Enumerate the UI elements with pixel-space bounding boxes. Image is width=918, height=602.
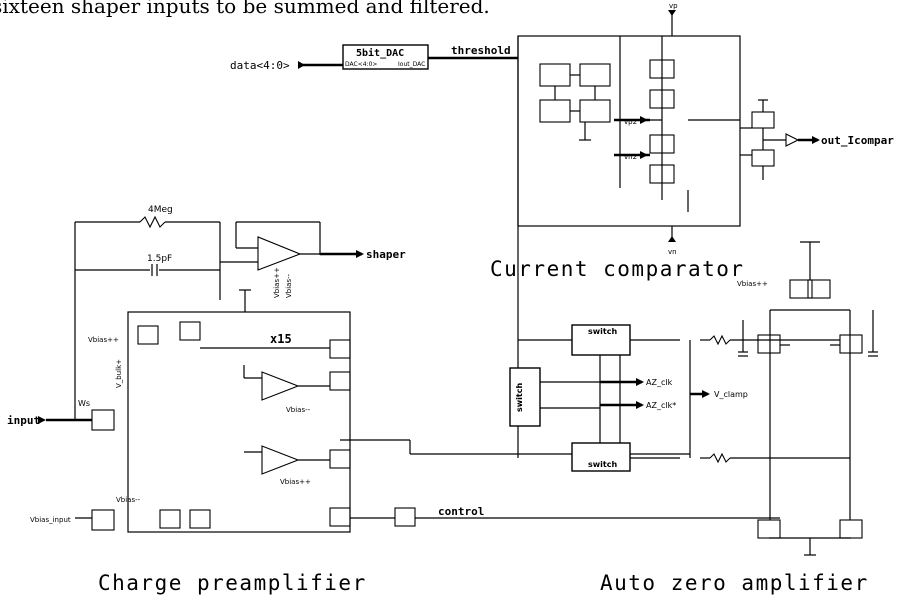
amp3-vbias-label: Vbias++ [280,478,311,486]
feedback-resistor-label: 4Meg [148,205,173,215]
vp2-label: vp2 [624,118,637,126]
vn-pin [668,236,676,242]
vn-label: vn [668,248,677,256]
vn2-label: vn2 [624,153,637,161]
switch-bottom-label: switch [588,460,617,469]
az-resistor-bottom [709,452,731,464]
preamp-opamp-upper [261,371,300,401]
az-transistors [757,241,863,556]
label-charge-preamplifier: Charge preamplifier [98,571,367,595]
feedback-capacitor-label: 1.5pF [147,254,172,264]
shaper-opamp [257,236,302,271]
comparator-mirror-left [539,63,611,141]
dac-input-label: data<4:0> [230,59,290,72]
v-bulk-label: V_bulk+ [115,359,123,388]
input-label: input [7,414,40,427]
az-clk-label: AZ_clk [646,378,673,387]
dac-pin-out: Iout_DAC [398,61,425,68]
switch-bottom [571,442,631,472]
dac-title: 5bit_DAC [356,47,404,59]
label-current-comparator: Current comparator [490,257,745,281]
caption-top: sixteen shaper inputs to be summed and f… [0,0,490,18]
az-clk-n-label: AZ_clk* [646,401,676,410]
shaper-vbias-pp: Vbias++ [273,267,281,298]
label-auto-zero-amplifier: Auto zero amplifier [600,571,869,595]
vp-pin [668,10,676,16]
vp-label: vp [669,2,678,10]
az-capacitors [738,310,878,357]
threshold-label: threshold [451,44,511,57]
shaper-vbias-mm: Vbias-- [285,273,293,298]
control-label: control [438,505,484,518]
feedback-resistor [139,215,166,229]
amp2-vbias-label: Vbias-- [286,406,311,414]
ws-label: Ws [78,399,90,408]
comparator-stack [620,36,740,212]
vbias-input-label: Vbias_input [30,516,71,524]
az-vbias-label: Vbias++ [737,280,768,288]
out-label: out_Icompar [821,134,894,147]
shaper-label: shaper [366,248,406,261]
preamp-transistors [91,321,416,531]
x15-label: x15 [270,332,292,346]
switch-top-label: switch [588,327,617,336]
v-clamp-label: V_clamp [714,390,748,399]
comparator-output-stage [740,99,800,180]
preamp-vbias-pp: Vbias++ [88,336,119,344]
preamp-vbias-mm: Vbias-- [116,496,141,504]
preamp-opamp-lower [261,445,300,475]
switch-left [509,367,541,427]
dac-input-pin [298,61,305,69]
preamp-frame [127,311,351,533]
az-resistor-top [709,334,731,346]
dac-pin-in: DAC<4:0> [345,61,377,68]
switch-left-label: switch [515,383,524,412]
